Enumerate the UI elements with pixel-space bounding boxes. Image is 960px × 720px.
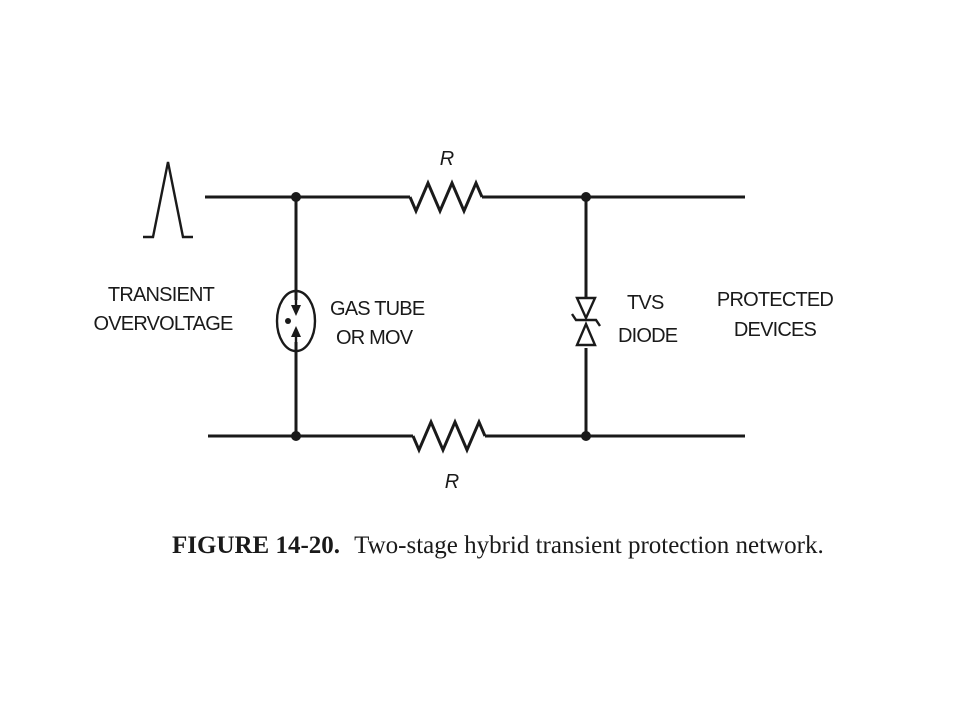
input-label-line1: TRANSIENT xyxy=(108,284,215,306)
junction-dot xyxy=(291,431,301,441)
tvs-label-line1: TVS xyxy=(627,292,664,314)
tvs-label-line2: DIODE xyxy=(618,325,678,347)
input-label-line2: OVERVOLTAGE xyxy=(93,313,232,335)
figure-number: FIGURE 14-20. xyxy=(172,532,340,559)
resistor-top-symbol xyxy=(408,179,484,215)
figure-caption-text: Two-stage hybrid transient protection ne… xyxy=(354,532,824,559)
tvs-diode-icon xyxy=(571,296,601,347)
gas-tube-label-line2: OR MOV xyxy=(336,327,414,349)
junction-dot xyxy=(581,192,591,202)
gas-tube-label-line1: GAS TUBE xyxy=(330,298,425,320)
figure-caption: FIGURE 14-20. Two-stage hybrid transient… xyxy=(172,532,824,559)
resistor-top-label: R xyxy=(440,148,454,170)
junction-dot xyxy=(581,431,591,441)
transient-pulse-icon xyxy=(143,161,193,239)
junction-dot xyxy=(291,192,301,202)
output-label-line1: PROTECTED xyxy=(717,289,833,311)
resistor-bottom-symbol xyxy=(411,418,487,454)
resistor-bottom-label: R xyxy=(445,471,459,493)
gas-tube-icon xyxy=(275,289,317,353)
output-label-line2: DEVICES xyxy=(734,319,817,341)
